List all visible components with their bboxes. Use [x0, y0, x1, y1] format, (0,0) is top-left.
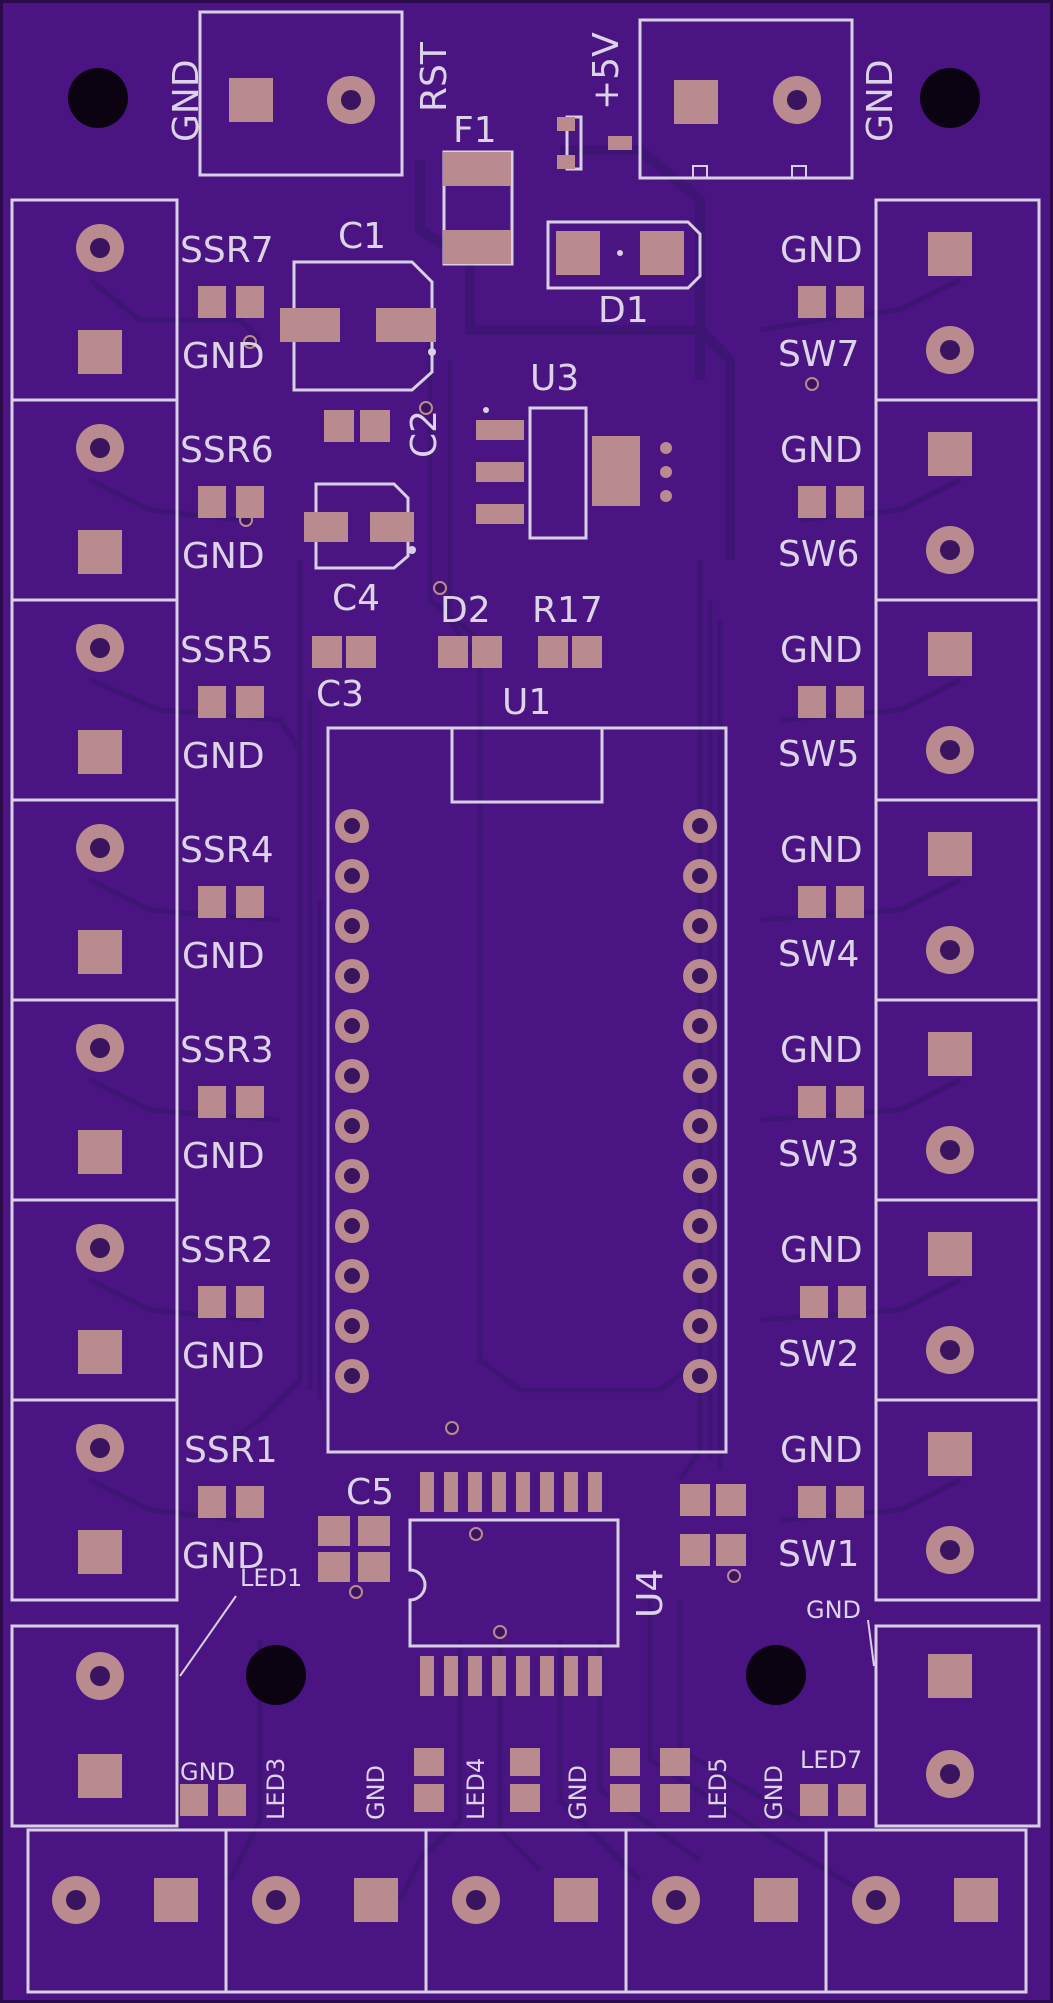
- led3-label: LED3: [262, 1758, 290, 1820]
- left-channel-bottom-label: GND: [182, 536, 265, 577]
- power-connector: +5V GND: [557, 18, 901, 180]
- right-channel-bottom-label: SW5: [778, 734, 859, 775]
- left-channel-top-label: SSR6: [180, 430, 274, 471]
- capacitor-c2: C2: [324, 410, 445, 458]
- right-channel-0: GND SW7: [778, 198, 1041, 402]
- mount-hole-top-right: [920, 68, 980, 128]
- mount-hole-top-left: [68, 68, 128, 128]
- mount-hole-mid-right: [746, 1645, 806, 1705]
- d1-label: D1: [598, 290, 649, 331]
- rst-label: RST: [414, 41, 455, 112]
- gnd-a-label: GND: [180, 1758, 235, 1786]
- rst-gnd-label: GND: [166, 59, 207, 142]
- d2-label: D2: [440, 590, 491, 631]
- mounting-holes: [68, 68, 980, 1705]
- diode-d1: D1: [546, 220, 702, 331]
- right-channel-bottom-label: SW4: [778, 934, 859, 975]
- left-channel-6: SSR1 GND: [10, 1398, 278, 1602]
- fuse-f1: F1: [442, 110, 514, 266]
- led7-label: LED7: [800, 1746, 862, 1774]
- c3-label: C3: [316, 674, 364, 715]
- c2-label: C2: [404, 410, 445, 458]
- capacitor-c5: C5: [318, 1472, 394, 1582]
- left-channel-bottom-label: GND: [182, 1136, 265, 1177]
- right-channel-bottom-label: SW2: [778, 1334, 859, 1375]
- left-channel-top-label: SSR4: [180, 830, 274, 871]
- c1-label: C1: [338, 216, 386, 257]
- resistor-r17: R17: [532, 590, 603, 668]
- u4-bottom-pins: [420, 1656, 602, 1696]
- u4-top-pins: [420, 1472, 602, 1512]
- u4-label: U4: [630, 1569, 671, 1618]
- u1-label: U1: [502, 682, 551, 723]
- gnd-b-label: GND: [362, 1765, 390, 1820]
- left-channel-top-label: SSR1: [184, 1430, 278, 1471]
- r17-label: R17: [532, 590, 603, 631]
- left-channel-4: SSR3 GND: [10, 998, 274, 1202]
- left-channel-bottom-label: GND: [182, 936, 265, 977]
- u3-label: U3: [530, 358, 579, 399]
- left-channel-bottom-label: GND: [182, 1336, 265, 1377]
- rst-connector-pad-square: [229, 78, 273, 122]
- left-channel-top-label: SSR3: [180, 1030, 274, 1071]
- smd-pad-group: [680, 1484, 746, 1566]
- left-channel-bottom-label: GND: [182, 336, 265, 377]
- left-channel-top-label: SSR5: [180, 630, 274, 671]
- right-channel-bottom-label: SW3: [778, 1134, 859, 1175]
- gnd-d-label: GND: [760, 1765, 788, 1820]
- module-u1: U1: [326, 682, 728, 1454]
- led1-label: LED1: [240, 1564, 302, 1592]
- right-channel-bottom-label: SW7: [778, 334, 859, 375]
- power-gnd-label: GND: [860, 59, 901, 142]
- capacitor-c3: C3: [312, 636, 376, 715]
- power-connector-pad-square: [674, 80, 718, 124]
- led-area: LED1 GND GND LED3 GND LED4 GND LED5 GND …: [10, 1564, 1041, 1828]
- right-channel-4: GND SW3: [778, 998, 1041, 1202]
- bottom-connector-row: [26, 1828, 1028, 1994]
- rst-connector: GND RST: [166, 10, 455, 177]
- right-channel-top-label: GND: [780, 230, 863, 271]
- left-channel-bottom-label: GND: [182, 736, 265, 777]
- right-channel-top-label: GND: [780, 830, 863, 871]
- u1-left-pins: [335, 809, 369, 1393]
- left-channel-top-label: SSR2: [180, 1230, 274, 1271]
- f1-label: F1: [453, 110, 497, 151]
- right-channel-top-label: GND: [780, 430, 863, 471]
- c4-label: C4: [332, 578, 380, 619]
- left-channel-top-label: SSR7: [180, 230, 274, 271]
- left-channel-2: SSR5 GND: [10, 598, 274, 802]
- led4-label: LED4: [462, 1758, 490, 1820]
- capacitor-c4: C4: [304, 482, 416, 619]
- u1-right-pins: [683, 809, 717, 1393]
- right-channel-top-label: GND: [780, 630, 863, 671]
- gnd-right-label: GND: [806, 1596, 861, 1624]
- right-channel-6: GND SW1: [778, 1398, 1041, 1602]
- right-channel-5: GND SW2: [778, 1198, 1041, 1402]
- led5-label: LED5: [704, 1758, 732, 1820]
- gnd-c-label: GND: [564, 1765, 592, 1820]
- plus5v-label: +5V: [586, 32, 627, 110]
- c5-label: C5: [346, 1472, 394, 1513]
- right-channel-1: GND SW6: [778, 398, 1041, 602]
- right-channel-top-label: GND: [780, 1030, 863, 1071]
- ic-u4: U4: [408, 1472, 671, 1696]
- capacitor-c1: C1: [280, 216, 436, 392]
- right-channel-bottom-label: SW1: [778, 1534, 859, 1575]
- right-channel-bottom-label: SW6: [778, 534, 859, 575]
- led-d2: D2: [438, 590, 502, 668]
- right-channel-top-label: GND: [780, 1430, 863, 1471]
- mount-hole-mid-left: [246, 1645, 306, 1705]
- left-channel-bottom-label: GND: [182, 1536, 265, 1577]
- right-channel-top-label: GND: [780, 1230, 863, 1271]
- regulator-u3: U3: [476, 358, 672, 540]
